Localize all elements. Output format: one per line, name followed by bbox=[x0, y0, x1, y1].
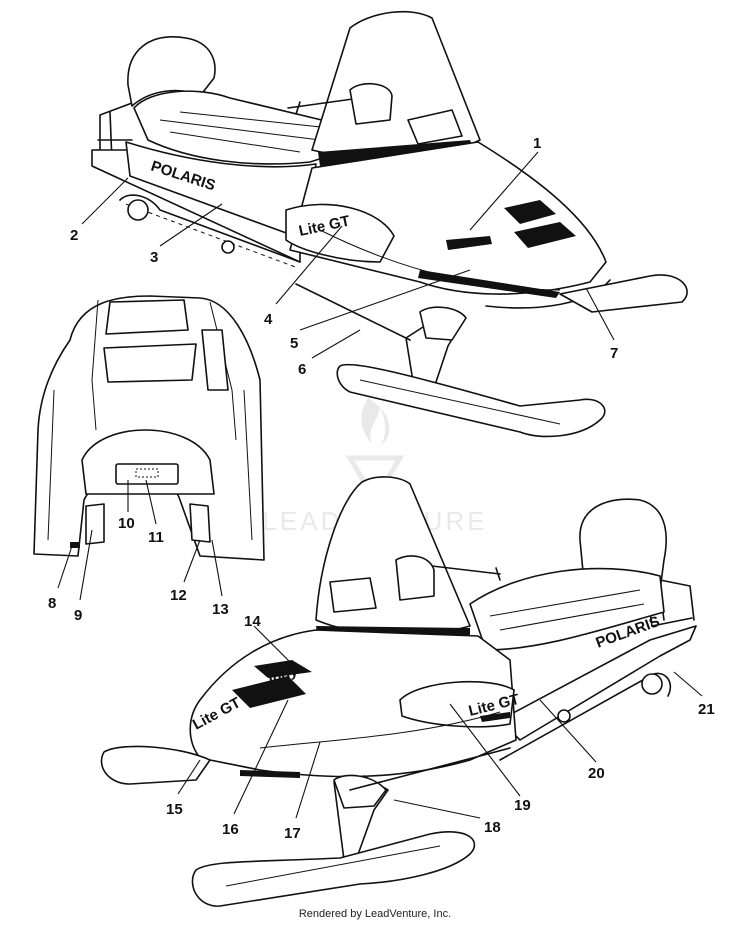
callout-4: 4 bbox=[264, 311, 273, 328]
backrest bbox=[127, 36, 216, 107]
snowmobile-top-view: POLARIS Lite GT bbox=[91, 10, 688, 438]
callout-9: 9 bbox=[74, 607, 82, 624]
callout-11: 11 bbox=[148, 529, 164, 546]
callout-21: 21 bbox=[698, 701, 715, 718]
side-panel bbox=[125, 141, 317, 239]
callout-15: 15 bbox=[166, 801, 183, 818]
callout-20: 20 bbox=[588, 765, 605, 782]
callout-10: 10 bbox=[118, 515, 135, 532]
ski-right-bottom bbox=[191, 831, 476, 907]
ski-right-top bbox=[559, 274, 688, 313]
callout-19: 19 bbox=[514, 797, 531, 814]
snowmobile-bottom-view: POLARIS Indy Lite GT Lite GT bbox=[100, 476, 697, 907]
callout-5: 5 bbox=[290, 335, 298, 352]
footer-credit: Rendered by LeadVenture, Inc. bbox=[298, 908, 452, 920]
tunnel-b bbox=[499, 625, 697, 741]
hood-outline bbox=[33, 295, 265, 561]
callout-12: 12 bbox=[170, 587, 187, 604]
callout-13: 13 bbox=[212, 601, 229, 618]
callout-6: 6 bbox=[298, 361, 306, 378]
leader-lines bbox=[57, 151, 703, 819]
seat bbox=[133, 90, 361, 165]
callout-18: 18 bbox=[484, 819, 501, 836]
ski-left-bottom bbox=[100, 745, 211, 785]
callout-8: 8 bbox=[48, 595, 56, 612]
hood-detail bbox=[33, 295, 265, 561]
rear-rack bbox=[95, 99, 141, 166]
callout-16: 16 bbox=[222, 821, 239, 838]
callout-2: 2 bbox=[70, 227, 78, 244]
callout-14: 14 bbox=[244, 613, 261, 630]
callout-7: 7 bbox=[610, 345, 618, 362]
seat-b bbox=[469, 567, 665, 651]
handlebar bbox=[287, 97, 361, 115]
callout-17: 17 bbox=[284, 825, 301, 842]
callout-1: 1 bbox=[533, 135, 541, 152]
callout-3: 3 bbox=[150, 249, 158, 266]
ski-left-top bbox=[336, 363, 606, 438]
track bbox=[119, 194, 301, 263]
callout-labels: 1 2 3 4 5 6 7 8 9 10 11 12 13 14 15 16 1… bbox=[48, 135, 715, 842]
